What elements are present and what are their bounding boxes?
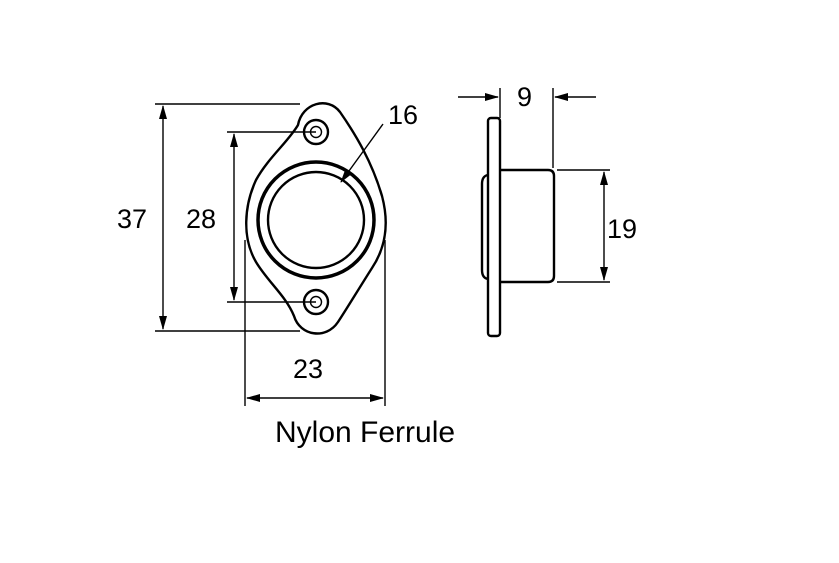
dimension-bore: 16: [340, 100, 418, 183]
caption: Nylon Ferrule: [275, 416, 455, 449]
overall-height-label: 37: [117, 204, 147, 234]
side-rim: [480, 173, 489, 281]
dimension-overall-height: 37: [117, 103, 300, 332]
flange-width-label: 23: [293, 354, 323, 384]
side-spigot-body: [500, 168, 556, 284]
front-view: [245, 102, 387, 335]
flange-outline: [245, 102, 387, 335]
dimension-depth: 9: [458, 82, 596, 168]
dimension-flange-width: 23: [244, 240, 386, 406]
bore-diameter-label: 16: [388, 100, 418, 130]
side-flange-plate: [486, 116, 502, 338]
depth-label: 9: [517, 82, 532, 112]
ferrule-bore: [266, 170, 366, 270]
dimension-outer-diameter: 19: [557, 169, 637, 283]
hole-centres-label: 28: [186, 204, 216, 234]
side-view: [480, 116, 556, 338]
outer-diameter-label: 19: [607, 214, 637, 244]
ferrule-outer-ring: [256, 160, 376, 280]
dimension-hole-centres: 28: [186, 131, 316, 303]
